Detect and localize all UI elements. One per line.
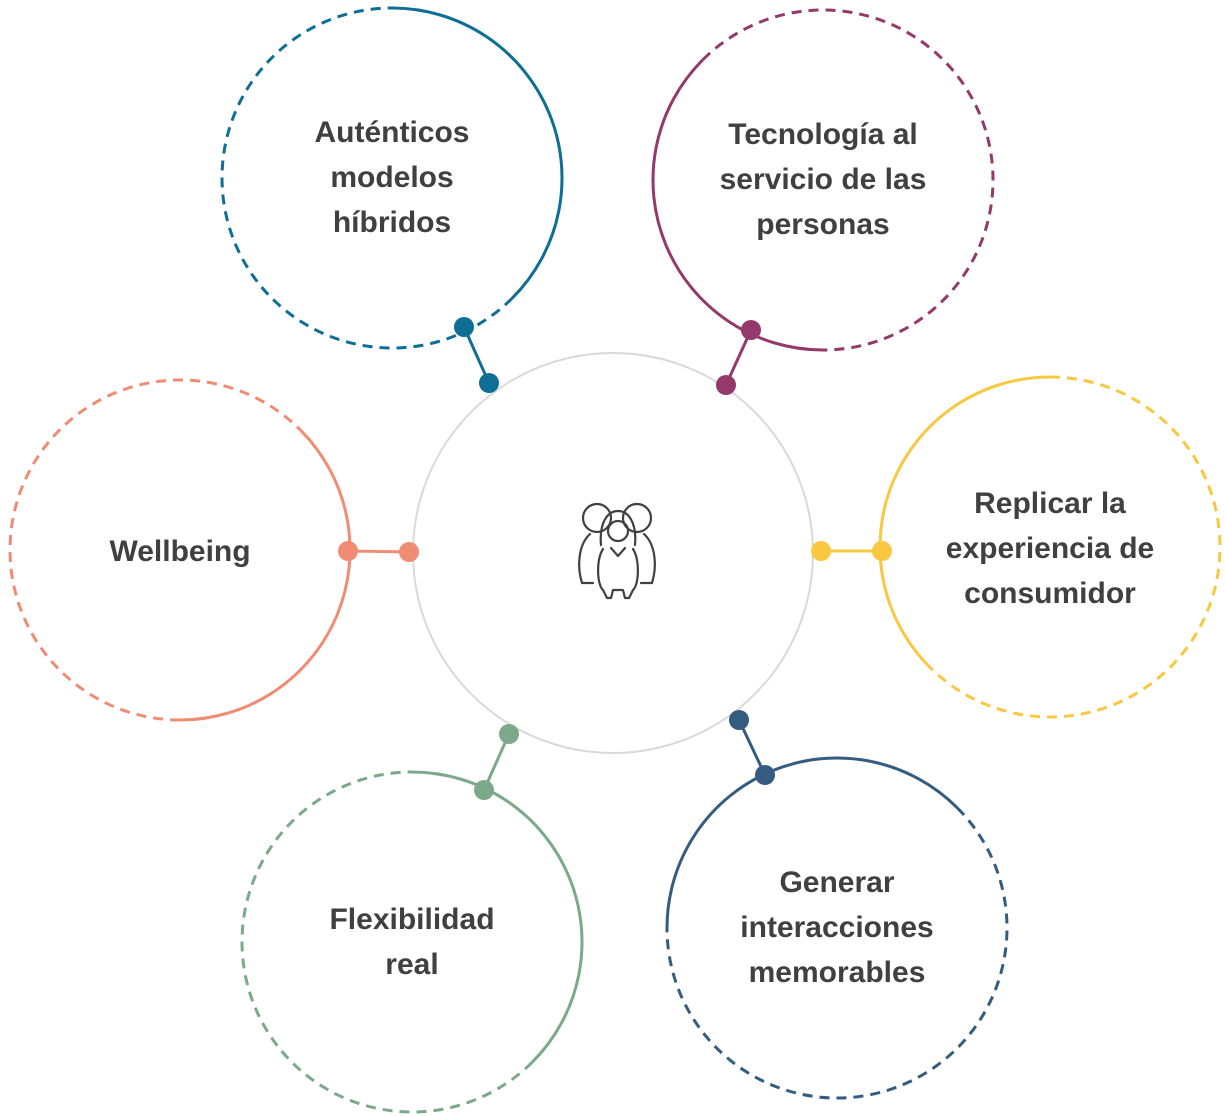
node-ring-dashed-arc [8, 378, 302, 722]
node-label-line: real [385, 948, 439, 981]
connector-dot-outer [454, 317, 474, 337]
node-label-line: Wellbeing [109, 535, 251, 568]
connector-dot-inner [479, 373, 499, 393]
node-ring-solid-arc [878, 375, 1051, 669]
node-label-autenticos: Auténticos modelos híbridos [262, 110, 522, 245]
node-ring-solid-arc [391, 6, 564, 300]
node-generar [665, 710, 1009, 1100]
node-label-tecnologia: Tecnología al servicio de las personas [693, 112, 953, 247]
connector-dot-inner [729, 710, 749, 730]
node-ring-dashed-arc [220, 6, 514, 350]
connector-dot-outer [741, 320, 761, 340]
node-label-flexibilidad: Flexibilidad real [282, 897, 542, 987]
node-label-line: consumidor [964, 577, 1136, 610]
node-label-generar: Generar interacciones memorables [707, 860, 967, 995]
node-label-line: Auténticos [314, 116, 470, 149]
connector-dot-outer [872, 541, 892, 561]
connector-dot-outer [755, 765, 775, 785]
connector-line [347, 549, 410, 554]
connector-dot-outer [474, 780, 494, 800]
node-label-line: memorables [748, 956, 926, 989]
node-ring-dashed-arc [928, 375, 1222, 719]
connector-dot-outer [338, 541, 358, 561]
node-autenticos [220, 6, 564, 393]
node-tecnologia [651, 8, 995, 395]
node-label-line: personas [756, 208, 890, 241]
connector-line [737, 719, 767, 776]
node-label-line: interacciones [740, 911, 934, 944]
connector-dot-inner [811, 541, 831, 561]
node-flexibilidad [240, 724, 584, 1114]
center-ring [412, 352, 814, 754]
node-label-line: Flexibilidad [329, 903, 495, 936]
node-ring-solid-arc [651, 58, 824, 352]
node-label-line: Replicar la [974, 487, 1126, 520]
node-label-wellbeing: Wellbeing [50, 529, 310, 574]
node-label-line: Generar [779, 866, 895, 899]
node-ring-dashed-arc [701, 8, 995, 352]
node-replicar [811, 375, 1222, 719]
node-ring-solid-arc [411, 770, 584, 1064]
connector-dot-inner [399, 542, 419, 562]
connector-dot-inner [716, 375, 736, 395]
connector-line [482, 733, 511, 791]
node-label-line: híbridos [332, 206, 452, 239]
connector-line [724, 329, 753, 386]
node-ring-dashed-arc [240, 770, 534, 1114]
connector-dot-inner [499, 724, 519, 744]
node-label-line: modelos [330, 161, 454, 194]
node-ring-solid-arc [179, 428, 352, 722]
node-wellbeing [8, 378, 419, 722]
people-group-icon [578, 502, 656, 600]
connector-line [462, 326, 491, 384]
node-label-line: Tecnología al [728, 118, 918, 151]
node-label-line: experiencia de [945, 532, 1155, 565]
node-ring-dashed-arc [665, 806, 1009, 1100]
node-label-replicar: Replicar la experiencia de consumidor [920, 481, 1180, 616]
node-label-line: servicio de las [719, 163, 927, 196]
